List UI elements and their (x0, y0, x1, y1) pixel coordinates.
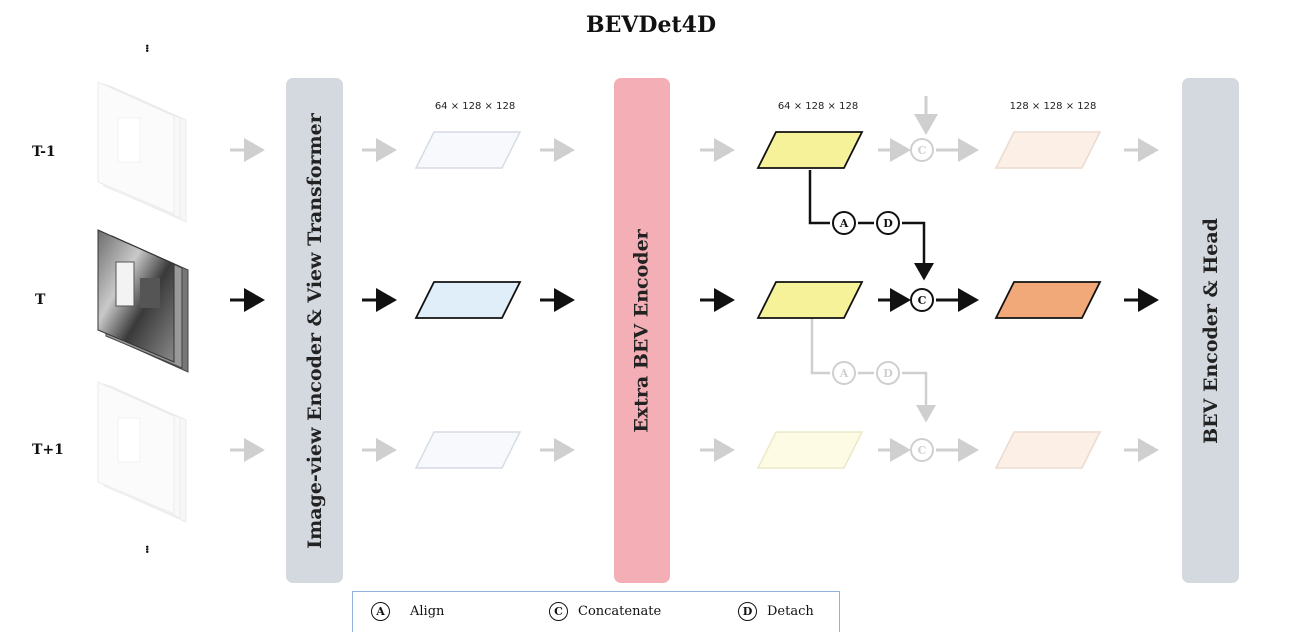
dim-label-first: 64 × 128 × 128 (434, 101, 516, 112)
feature-map-curr-3 (994, 281, 1102, 319)
op-concat-faded-prev: C (918, 144, 927, 157)
concatenate-icon: C (549, 602, 568, 621)
align-icon: A (371, 602, 390, 621)
camera-stack-next (97, 381, 187, 523)
op-align-active: A (839, 217, 849, 230)
ellipsis-top: ••• (140, 44, 152, 52)
feature-map-prev-1 (414, 131, 522, 169)
legend: A Align C Concatenate D Detach (352, 591, 840, 632)
camera-stack-curr (97, 229, 189, 373)
extra-bev-encoder-block: Extra BEV Encoder (614, 78, 670, 583)
legend-item-detach: D Detach (738, 602, 814, 621)
feature-map-prev-3 (994, 131, 1102, 169)
row-label-curr: T (35, 292, 46, 308)
feature-map-next-3 (994, 431, 1102, 469)
feature-map-next-2 (756, 431, 864, 469)
ellipsis-bottom: ••• (140, 545, 152, 553)
op-align-faded: A (839, 367, 849, 380)
dim-label-second: 64 × 128 × 128 (777, 101, 859, 112)
dim-label-third: 128 × 128 × 128 (1009, 101, 1097, 112)
legend-label-detach: Detach (767, 604, 814, 619)
feature-map-curr-1 (414, 281, 522, 319)
detach-icon: D (738, 602, 757, 621)
feature-map-next-1 (414, 431, 522, 469)
image-view-encoder-block: Image-view Encoder & View Transformer (286, 78, 343, 583)
legend-item-align: A Align (371, 602, 444, 621)
camera-stack-prev (97, 81, 187, 223)
op-concat-faded-next: C (918, 444, 927, 457)
legend-label-concat: Concatenate (578, 604, 662, 619)
op-detach-active: D (883, 217, 893, 230)
row-label-next: T+1 (32, 442, 64, 458)
op-concat-active: C (918, 294, 927, 307)
legend-label-align: Align (410, 604, 445, 619)
row-label-prev: T-1 (32, 144, 56, 160)
feature-map-prev-2 (756, 131, 864, 169)
diagram-title: BEVDet4D (585, 12, 717, 38)
bev-encoder-head-block: BEV Encoder & Head (1182, 78, 1239, 583)
feature-map-curr-2 (756, 281, 864, 319)
legend-item-concat: C Concatenate (549, 602, 661, 621)
op-detach-faded: D (883, 367, 893, 380)
